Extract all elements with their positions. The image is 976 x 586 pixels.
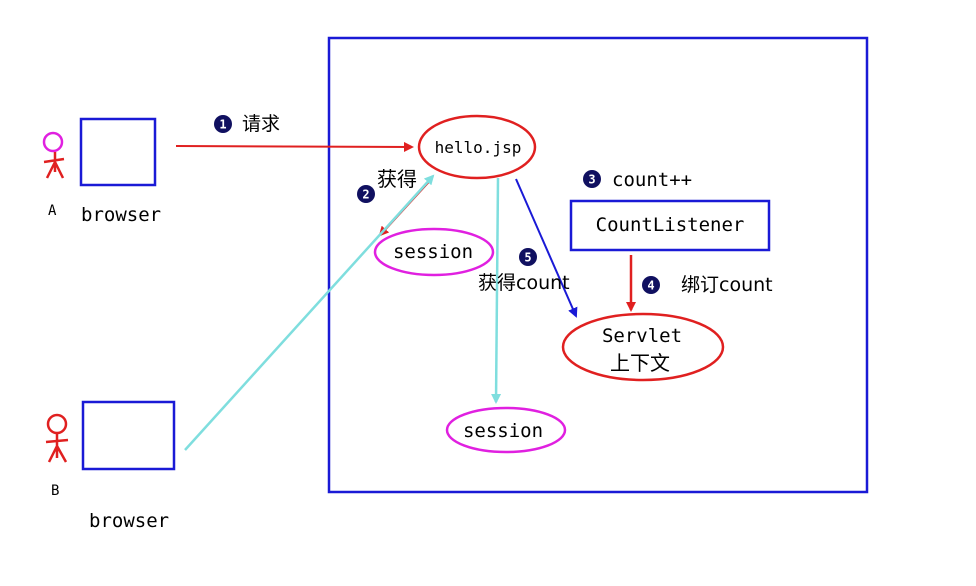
browser-b-box <box>81 400 176 471</box>
session-a-node <box>373 227 495 277</box>
step3-badge <box>583 170 601 188</box>
step1-num: 1 <box>219 118 226 132</box>
count-listener-label: CountListener <box>596 214 745 236</box>
user-a-icon <box>42 131 65 179</box>
browser-a-box <box>79 117 157 187</box>
hello-jsp-node <box>417 114 537 180</box>
browser-b-label: browser <box>89 510 169 532</box>
session-b-node <box>445 406 567 454</box>
step1-badge <box>214 115 232 133</box>
step5-badge <box>519 248 537 266</box>
step2-badge <box>357 185 375 203</box>
step1-label: 请求 <box>242 113 280 135</box>
session-b-label: session <box>463 420 543 442</box>
count-listener-node <box>569 199 771 252</box>
servlet-context-line1: Servlet <box>602 325 682 347</box>
user-a-letter: A <box>48 203 57 219</box>
arrow-session-b <box>491 177 502 404</box>
hello-jsp-label: hello.jsp <box>435 138 522 157</box>
user-b-letter: B <box>51 483 59 499</box>
arrow-browser-b <box>184 174 435 451</box>
arrow-get-count <box>515 178 578 318</box>
step2-num: 2 <box>362 188 369 202</box>
step5-num: 5 <box>524 251 531 265</box>
step2-label: 获得 <box>377 167 417 191</box>
step4-badge <box>642 276 660 294</box>
step5-label: 获得count <box>478 272 570 294</box>
user-b-icon <box>45 413 69 463</box>
step4-num: 4 <box>647 279 654 293</box>
servlet-context-line2: 上下文 <box>610 351 670 375</box>
servlet-context-node <box>561 312 725 382</box>
arrow-request <box>175 141 414 152</box>
session-a-label: session <box>393 241 473 263</box>
step3-num: 3 <box>588 173 595 187</box>
step3-label: count++ <box>612 169 692 191</box>
browser-a-label: browser <box>81 204 161 226</box>
server-frame <box>327 36 869 494</box>
step4-label: 绑订count <box>681 274 773 296</box>
